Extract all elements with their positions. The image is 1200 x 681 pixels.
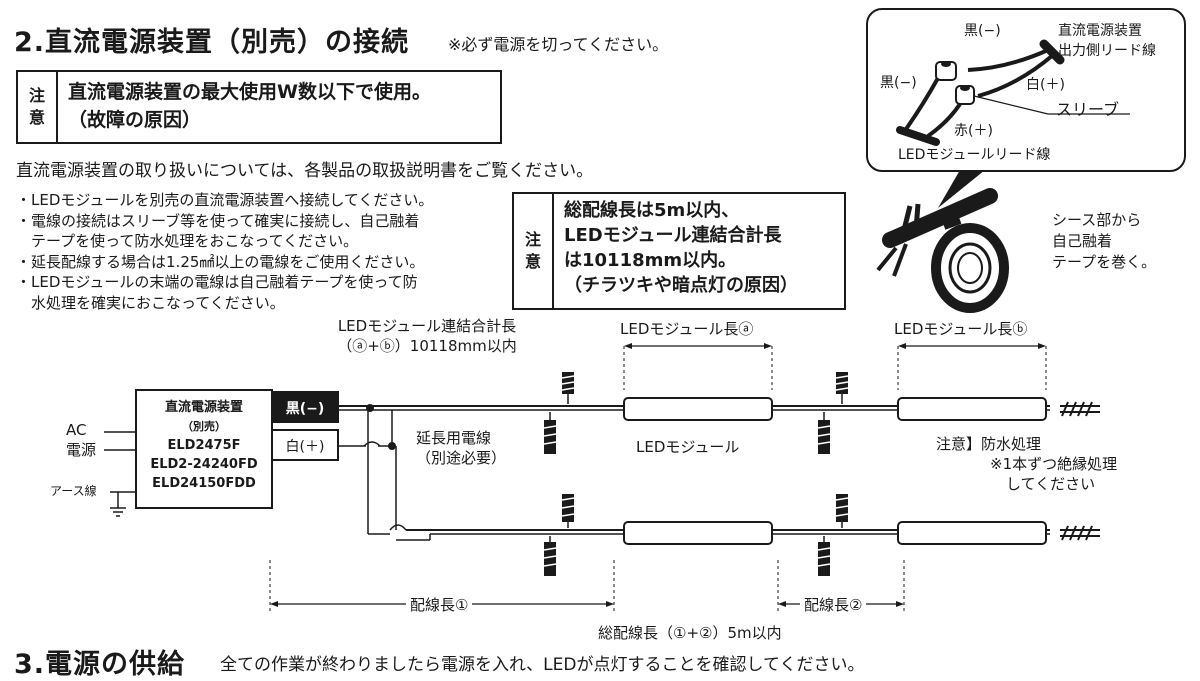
wiring-length-1-label: 配線長① (406, 594, 473, 615)
section3-title: 3.電源の供給 (14, 649, 186, 680)
section3-text: 全ての作業が終わりましたら電源を入れ、LEDが点灯することを確認してください。 (220, 655, 865, 675)
caution-box-max-wattage: 注意 直流電源装置の最大使用W数以下で使用。 （故障の原因） (16, 70, 502, 144)
tape-note: シース部から 自己融着 テープを巻く。 (1052, 211, 1157, 271)
list-item: ・LEDモジュールの末端の電線は自己融着テープを使って防 (16, 273, 418, 291)
power-off-note: ※必ず電源を切ってください。 (448, 35, 669, 54)
total-wiring-length-label: 総配線長（①+②）5m以内 (598, 624, 782, 642)
inset-label-sleeve: スリーブ (1056, 100, 1120, 119)
caution-line: は10118mm以内。 (564, 250, 737, 271)
sleeve-connection-inset: 黒(−) 直流電源装置 出力側リード線 黒(−) 白(＋) スリーブ 赤(＋) … (866, 8, 1186, 172)
extension-wire-label: 延長用電線 （別途必要） (416, 429, 507, 467)
caution-tag: 注意 (514, 194, 554, 308)
wiring-length-2-label: 配線長② (800, 594, 867, 615)
psu-box (135, 389, 273, 509)
module-length-a-label: LEDモジュール長ⓐ (620, 320, 754, 338)
terminal-black (271, 391, 339, 423)
caution-line: 直流電源装置の最大使用W数以下で使用。 (68, 81, 431, 103)
caution-tag: 注意 (18, 72, 58, 142)
terminal-black-label: 黒(−) (285, 401, 325, 417)
earth-wire-label: アース線 (50, 484, 97, 498)
list-item: ・延長配線する場合は1.25㎟以上の電線をご使用ください。 (16, 252, 425, 271)
caution-box-total-length: 注意 総配線長は5m以内、 LEDモジュール連結合計長 は10118mm以内。 … (512, 192, 846, 310)
caution-text: 総配線長は5m以内、 LEDモジュール連結合計長 は10118mm以内。 （チラ… (554, 194, 808, 308)
module-length-b-label: LEDモジュール長ⓑ (894, 320, 1028, 338)
total-module-length-label: LEDモジュール連結合計長 （ⓐ+ⓑ）10118mm以内 (337, 317, 517, 355)
led-module-label: LEDモジュール (636, 438, 740, 456)
psu-label: 直流電源装置 （別売） ELD2475F ELD2-24240FD ELD241… (150, 400, 258, 491)
led-module-3 (623, 521, 773, 545)
tape-wrap-illustration (876, 170, 1009, 313)
caution-line: 総配線長は5m以内、 (564, 200, 740, 221)
section2-title: 2.直流電源装置（別売）の接続 (14, 27, 410, 58)
caution-text: 直流電源装置の最大使用W数以下で使用。 （故障の原因） (58, 72, 441, 142)
sleeve-illustration (896, 39, 1130, 146)
led-module-2 (897, 397, 1047, 421)
led-module-4 (897, 521, 1047, 545)
inset-label-black-top: 黒(−) (964, 23, 1001, 39)
caution-line: （故障の原因） (68, 109, 202, 131)
inset-label-psu-lead-1: 直流電源装置 (1058, 23, 1142, 39)
inset-label-white-plus: 白(＋) (1026, 77, 1065, 93)
list-item: 水処理を確実におこなってください。 (16, 293, 285, 312)
terminal-white-label: 白(＋) (285, 439, 325, 455)
inset-label-black-left: 黒(−) (880, 75, 917, 91)
ac-power-label: AC 電源 (66, 421, 97, 459)
list-item: テープを使って防水処理をおこなってください。 (16, 232, 359, 250)
terminal-white (271, 429, 339, 461)
led-module-1 (623, 397, 773, 421)
inset-label-psu-lead-2: 出力側リード線 (1058, 43, 1156, 59)
inset-label-led-lead: LEDモジュールリード線 (898, 147, 1051, 163)
list-item: ・電線の接続はスリーブ等を使って確実に接続し、自己融着 (16, 211, 420, 230)
waterproof-note: 注意】防水処理 ※1本ずつ絶縁処理 してください (936, 435, 1118, 493)
list-item: ・LEDモジュールを別売の直流電源装置へ接続してください。 (16, 191, 434, 209)
inset-label-red-plus: 赤(＋) (954, 123, 993, 139)
caution-line: （チラツキや暗点灯の原因） (564, 275, 798, 296)
intro-text: 直流電源装置の取り扱いについては、各製品の取扱説明書をご覧ください。 (16, 161, 594, 181)
instruction-list: ・LEDモジュールを別売の直流電源装置へ接続してください。 ・電線の接続はスリー… (16, 190, 433, 313)
caution-line: LEDモジュール連結合計長 (564, 225, 782, 246)
